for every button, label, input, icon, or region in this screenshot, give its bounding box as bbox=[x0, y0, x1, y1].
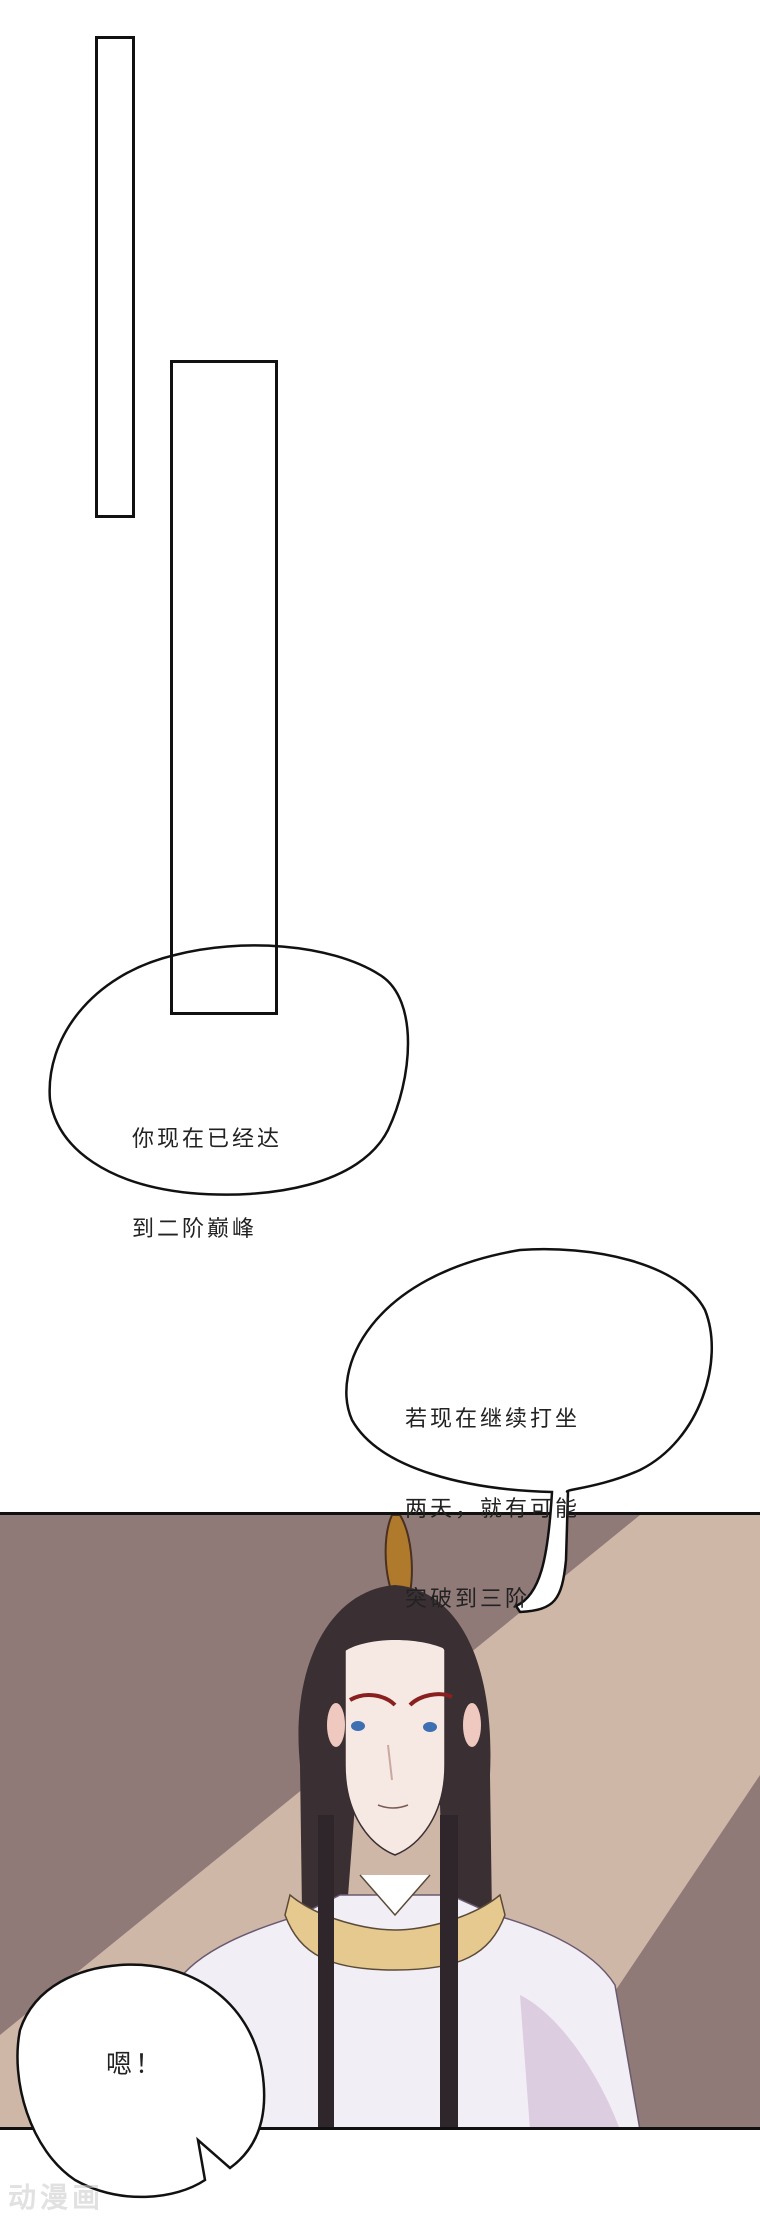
bubble-1-text: 你现在已经达 到二阶巅峰 bbox=[132, 1065, 282, 1275]
bubble-1-line-1: 你现在已经达 bbox=[132, 1127, 283, 1152]
bubble-2-line-2: 两天，就有可能 bbox=[405, 1497, 581, 1522]
scene-panel bbox=[0, 1512, 760, 2130]
panel-frame-narrow bbox=[95, 36, 135, 518]
bubble-2-line-3: 突破到三阶 bbox=[405, 1587, 531, 1612]
bubble-1-line-2: 到二阶巅峰 bbox=[132, 1217, 258, 1242]
bubble-3-text: 嗯！ bbox=[106, 2050, 165, 2080]
watermark: 动漫画 bbox=[8, 2181, 105, 2214]
scene-art bbox=[0, 1515, 760, 2127]
bubble-2-text: 若现在继续打坐 两天，就有可能 突破到三阶 bbox=[405, 1345, 580, 1645]
bubble-2-line-1: 若现在继续打坐 bbox=[405, 1407, 581, 1432]
panel-frame-wide-overlap bbox=[170, 940, 278, 1015]
panel-frame-wide bbox=[170, 360, 278, 1015]
